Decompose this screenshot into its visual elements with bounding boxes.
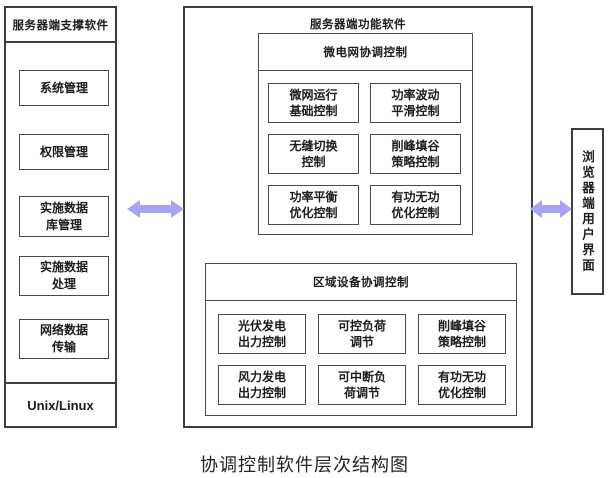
box-active-reactive-optimization: 有功无功 优化控制 bbox=[370, 185, 461, 225]
box-peak-shaving-strategy-control: 削峰填谷 策略控制 bbox=[370, 134, 461, 174]
left-double-arrow-shape bbox=[127, 200, 184, 218]
box-power-fluctuation-smoothing: 功率波动 平滑控制 bbox=[370, 83, 461, 123]
support-software-title: 服务器端支撑软件 bbox=[6, 8, 115, 43]
box-wind-output-control: 风力发电 出力控制 bbox=[218, 365, 306, 405]
box-system-management: 系统管理 bbox=[19, 70, 109, 106]
box-microgrid-basic-control: 微网运行 基础控制 bbox=[268, 83, 359, 123]
microgrid-coordination-grid: 微网运行 基础控制 功率波动 平滑控制 无缝切换 控制 削峰填谷 策略控制 功率… bbox=[259, 71, 472, 225]
function-software-panel: 服务器端功能软件 微电网协调控制 微网运行 基础控制 功率波动 平滑控制 无缝切… bbox=[183, 6, 533, 428]
regional-device-coordination-grid: 光伏发电 出力控制 可控负荷 调节 削峰填谷 策略控制 风力发电 出力控制 可中… bbox=[206, 301, 516, 405]
browser-ui-panel: 浏览器端用户界面 bbox=[571, 128, 604, 295]
box-seamless-switching-control: 无缝切换 控制 bbox=[268, 134, 359, 174]
right-double-arrow-icon bbox=[530, 200, 572, 218]
left-double-arrow-icon bbox=[127, 200, 184, 218]
regional-device-coordination-group: 区域设备协调控制 光伏发电 出力控制 可控负荷 调节 削峰填谷 策略控制 风力发… bbox=[205, 263, 517, 416]
box-active-reactive-optimization-2: 有功无功 优化控制 bbox=[418, 365, 506, 405]
box-interruptible-load-regulation: 可中断负 荷调节 bbox=[318, 365, 406, 405]
regional-device-coordination-title: 区域设备协调控制 bbox=[206, 264, 516, 301]
right-double-arrow-shape bbox=[530, 200, 572, 218]
box-network-data-transmission: 网络数据 传输 bbox=[19, 319, 109, 359]
box-peak-shaving-strategy-control-2: 削峰填谷 策略控制 bbox=[418, 314, 506, 354]
box-pv-output-control: 光伏发电 出力控制 bbox=[218, 314, 306, 354]
support-software-panel: 服务器端支撑软件 系统管理 权限管理 实施数据 库管理 实施数据 处理 网络数据… bbox=[4, 6, 117, 428]
box-permission-management: 权限管理 bbox=[19, 134, 109, 170]
box-realtime-database-management: 实施数据 库管理 bbox=[19, 196, 109, 237]
box-realtime-data-processing: 实施数据 处理 bbox=[19, 256, 109, 296]
browser-ui-label: 浏览器端用户界面 bbox=[580, 149, 594, 274]
box-controllable-load-regulation: 可控负荷 调节 bbox=[318, 314, 406, 354]
microgrid-coordination-group: 微电网协调控制 微网运行 基础控制 功率波动 平滑控制 无缝切换 控制 削峰填谷… bbox=[258, 33, 473, 235]
diagram-caption: 协调控制软件层次结构图 bbox=[200, 455, 409, 475]
function-software-title: 服务器端功能软件 bbox=[310, 19, 406, 31]
os-label-unix-linux: Unix/Linux bbox=[6, 382, 115, 426]
box-power-balance-optimization: 功率平衡 优化控制 bbox=[268, 185, 359, 225]
microgrid-coordination-title: 微电网协调控制 bbox=[259, 34, 472, 71]
